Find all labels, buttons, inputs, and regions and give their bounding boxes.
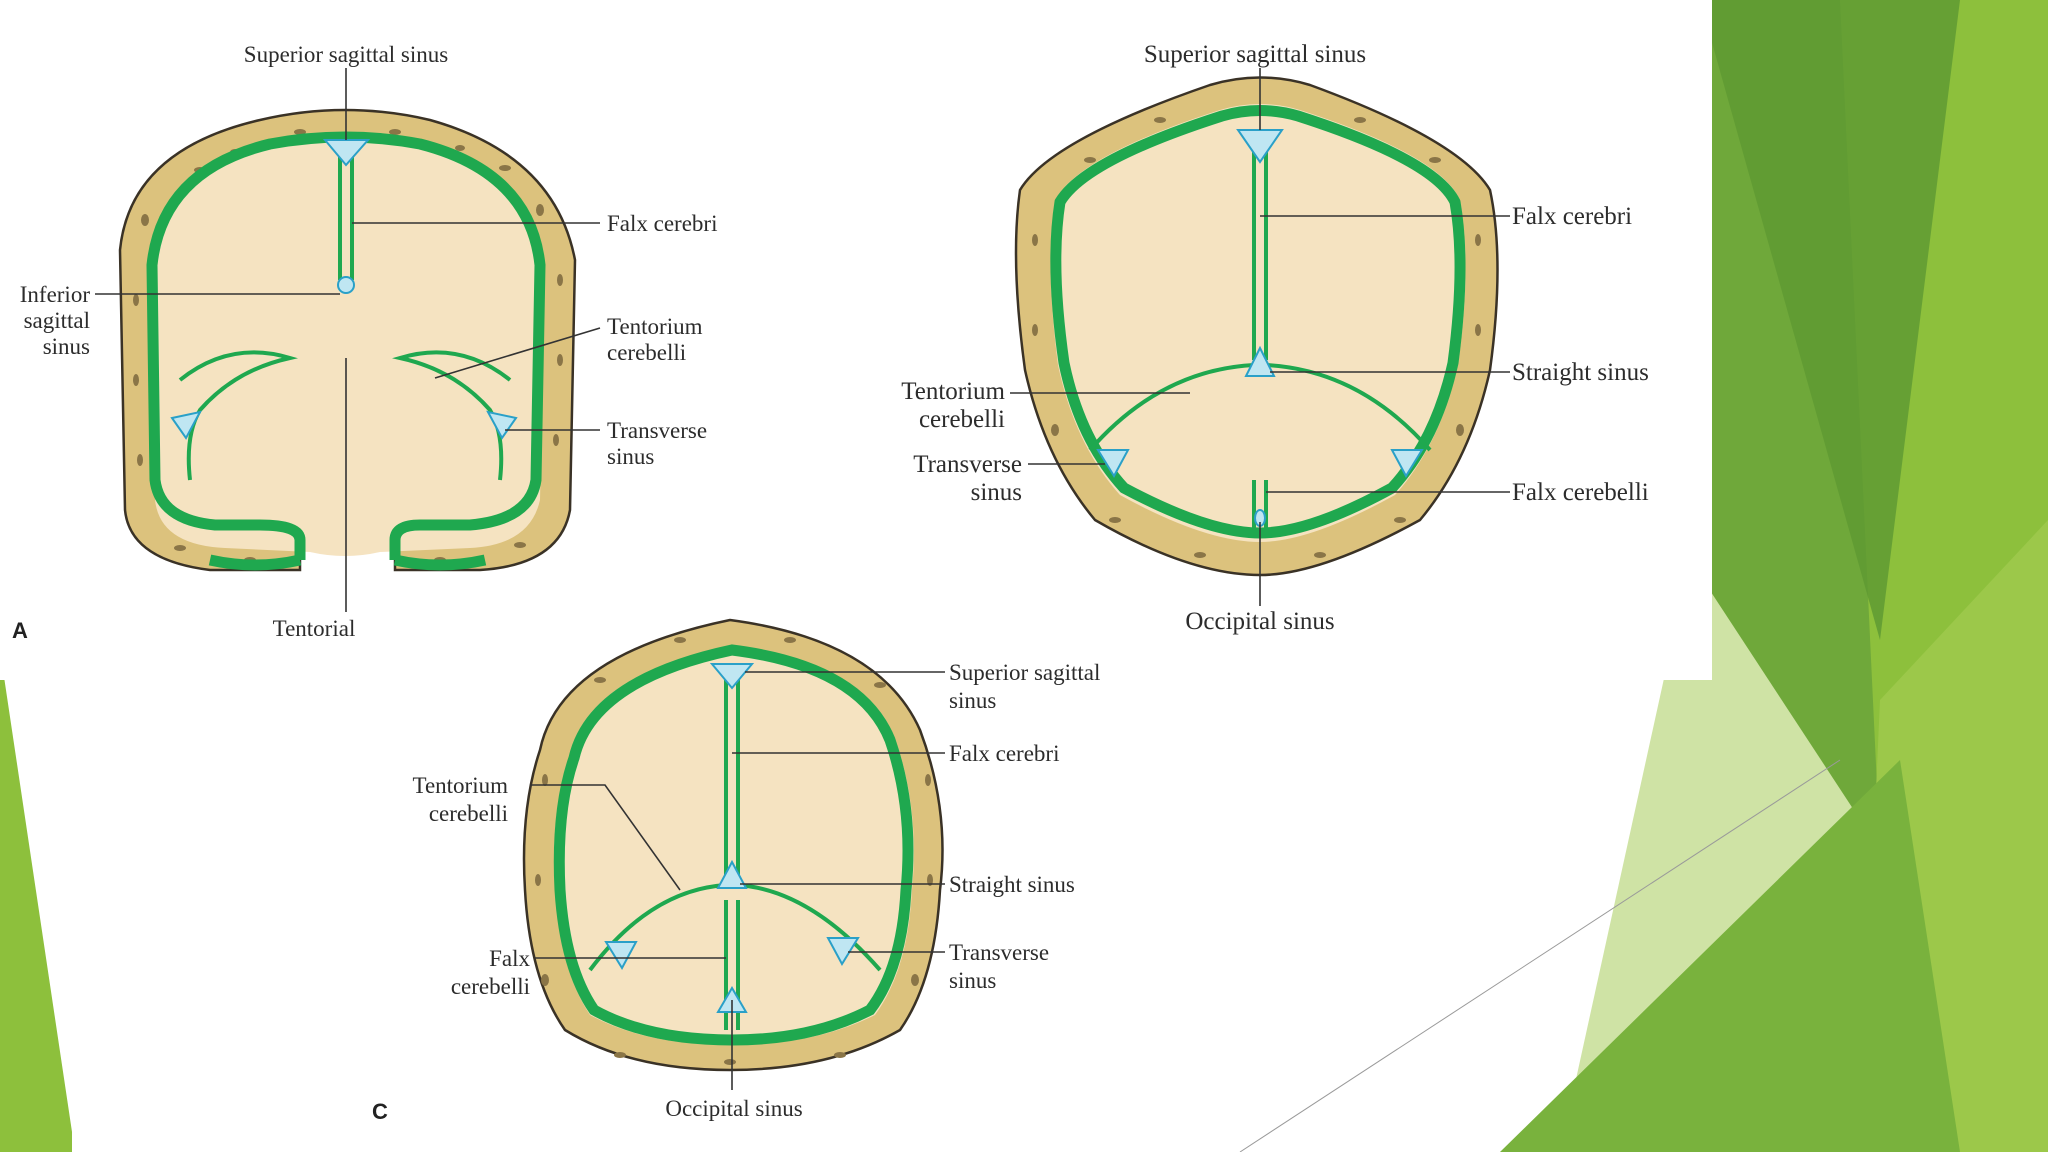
leader-tentorium bbox=[530, 784, 681, 891]
dura-tail-right bbox=[393, 554, 487, 571]
label-inferior-line2: sagittal bbox=[24, 308, 90, 333]
label-occipital-sinus: Occipital sinus bbox=[665, 1096, 802, 1121]
brain-tissue bbox=[554, 645, 914, 1045]
label-superior-line1: Superior sagittal bbox=[949, 660, 1100, 685]
label-straight-sinus: Straight sinus bbox=[949, 872, 1075, 897]
falx-cerebri-fold bbox=[724, 675, 740, 880]
decor-facet-6 bbox=[1700, 0, 1960, 640]
decor-facet-5 bbox=[1500, 760, 1960, 1152]
label-transverse-line2: sinus bbox=[949, 968, 996, 993]
transverse-sinus-right-shape bbox=[1390, 449, 1424, 479]
diploe-dots bbox=[1032, 117, 1481, 558]
transverse-sinus-left-shape bbox=[1096, 449, 1130, 479]
label-tentorium-line1: Tentorium bbox=[901, 378, 1005, 405]
label-inferior-line3: sinus bbox=[43, 334, 90, 359]
label-tentorium-line1: Tentorium bbox=[607, 314, 703, 339]
straight-sinus-shape bbox=[1244, 345, 1276, 377]
label-superior-line2: sinus bbox=[949, 688, 996, 713]
label-tentorium-line1: Tentorium bbox=[413, 773, 509, 798]
brain-tissue bbox=[150, 132, 545, 556]
label-inferior-line1: Inferior bbox=[20, 282, 91, 307]
falx-cerebri-fold bbox=[338, 150, 354, 280]
superior-sagittal-sinus-shape bbox=[709, 663, 755, 690]
label-falx-line1: Falx bbox=[489, 946, 530, 971]
dura-mater bbox=[1050, 105, 1466, 539]
tentorium-fold-left bbox=[178, 350, 298, 481]
label-transverse-line1: Transverse bbox=[607, 418, 707, 443]
straight-sinus-shape bbox=[716, 859, 748, 889]
label-falx-cerebri: Falx cerebri bbox=[607, 211, 717, 236]
dura-mater-outer bbox=[146, 131, 546, 560]
inferior-sagittal-sinus-shape bbox=[337, 276, 355, 294]
dura-tail-left bbox=[208, 554, 302, 571]
panel-letter-a: A bbox=[12, 618, 28, 643]
label-falx-cerebri: Falx cerebri bbox=[1512, 203, 1632, 230]
label-transverse-line2: sinus bbox=[607, 444, 654, 469]
label-falx-cerebelli: Falx cerebelli bbox=[1512, 479, 1649, 506]
label-transverse-line1: Transverse bbox=[913, 451, 1022, 478]
diagram-c-axial-section: Superior sagittal sinus Falx cerebri Ten… bbox=[372, 618, 1100, 1124]
transverse-sinus-left-shape bbox=[604, 941, 638, 971]
transverse-sinus-left-shape bbox=[170, 410, 202, 440]
label-falx-cerebri: Falx cerebri bbox=[949, 741, 1059, 766]
dura-mater bbox=[553, 644, 914, 1046]
decor-thin-line bbox=[1239, 759, 1841, 1152]
diagram-a-coronal-section: Superior sagittal sinus Falx cerebri Inf… bbox=[12, 42, 717, 643]
label-tentorium-line2: cerebelli bbox=[919, 406, 1005, 433]
brain-tissue bbox=[1050, 104, 1466, 542]
leader-tentorium bbox=[434, 327, 601, 379]
label-tentorium-line2: cerebelli bbox=[607, 340, 686, 365]
tentorium-fold bbox=[1088, 363, 1432, 452]
diploe-dots bbox=[535, 637, 933, 1065]
label-occipital-sinus: Occipital sinus bbox=[1185, 608, 1334, 635]
panel-letter-c: C bbox=[372, 1099, 388, 1124]
decor-facet-left bbox=[0, 650, 75, 1152]
label-tentorium-line2: cerebelli bbox=[429, 801, 508, 826]
label-straight-sinus: Straight sinus bbox=[1512, 359, 1649, 386]
falx-cerebelli-fold bbox=[1252, 480, 1268, 530]
label-transverse-line2: sinus bbox=[971, 479, 1022, 506]
label-transverse-line1: Transverse bbox=[949, 940, 1049, 965]
transverse-sinus-right-shape bbox=[486, 410, 518, 440]
transverse-sinus-right-shape bbox=[826, 937, 860, 967]
falx-cerebri-fold bbox=[1252, 140, 1268, 360]
label-superior-sagittal-sinus: Superior sagittal sinus bbox=[1144, 41, 1366, 68]
label-superior-sagittal-sinus: Superior sagittal sinus bbox=[244, 42, 448, 67]
label-tentorial: Tentorial bbox=[273, 616, 356, 641]
label-falx-line2: cerebelli bbox=[451, 974, 530, 999]
diagram-b-axial-section: Superior sagittal sinus Falx cerebri Str… bbox=[901, 41, 1649, 635]
